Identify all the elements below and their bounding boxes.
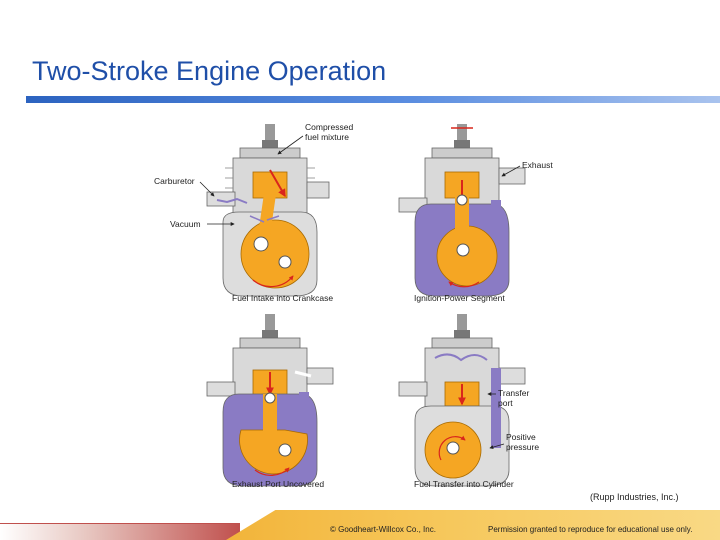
label-transfer-port-line2: port: [498, 398, 513, 408]
footer-left-rule: [0, 523, 240, 524]
title-underline-bar: [26, 96, 720, 103]
caption-exhaust-port-uncovered: Exhaust Port Uncovered: [232, 479, 324, 489]
two-stroke-engine-diagram: Compressed fuel mixture Carburetor Vacuu…: [154, 122, 553, 489]
image-credit: (Rupp Industries, Inc.): [590, 492, 679, 502]
engine-panel-fuel-transfer: [398, 314, 526, 487]
label-positive-pressure-line2: pressure: [506, 442, 539, 452]
caption-fuel-transfer: Fuel Transfer into Cylinder: [414, 479, 514, 489]
footer-right-band: [226, 510, 720, 540]
slide-title: Two-Stroke Engine Operation: [32, 56, 387, 86]
caption-fuel-intake: Fuel Intake into Crankcase: [232, 293, 333, 303]
engine-panel-intake: [206, 124, 330, 297]
label-positive-pressure-line1: Positive: [506, 432, 536, 442]
engine-panel-exhaust-uncovered: [206, 314, 334, 487]
label-exhaust: Exhaust: [522, 160, 553, 170]
label-compressed-fuel-mixture-line2: fuel mixture: [305, 132, 349, 142]
label-vacuum: Vacuum: [170, 219, 201, 229]
caption-ignition-power: Ignition-Power Segment: [414, 293, 505, 303]
footer-left-band: [0, 524, 240, 540]
footer-copyright: © Goodheart-Willcox Co., Inc.: [330, 525, 436, 534]
footer-permission: Permission granted to reproduce for educ…: [488, 525, 693, 534]
label-compressed-fuel-mixture-line1: Compressed: [305, 122, 353, 132]
label-transfer-port-line1: Transfer: [498, 388, 530, 398]
engine-panel-ignition: [398, 124, 526, 297]
label-carburetor: Carburetor: [154, 176, 195, 186]
